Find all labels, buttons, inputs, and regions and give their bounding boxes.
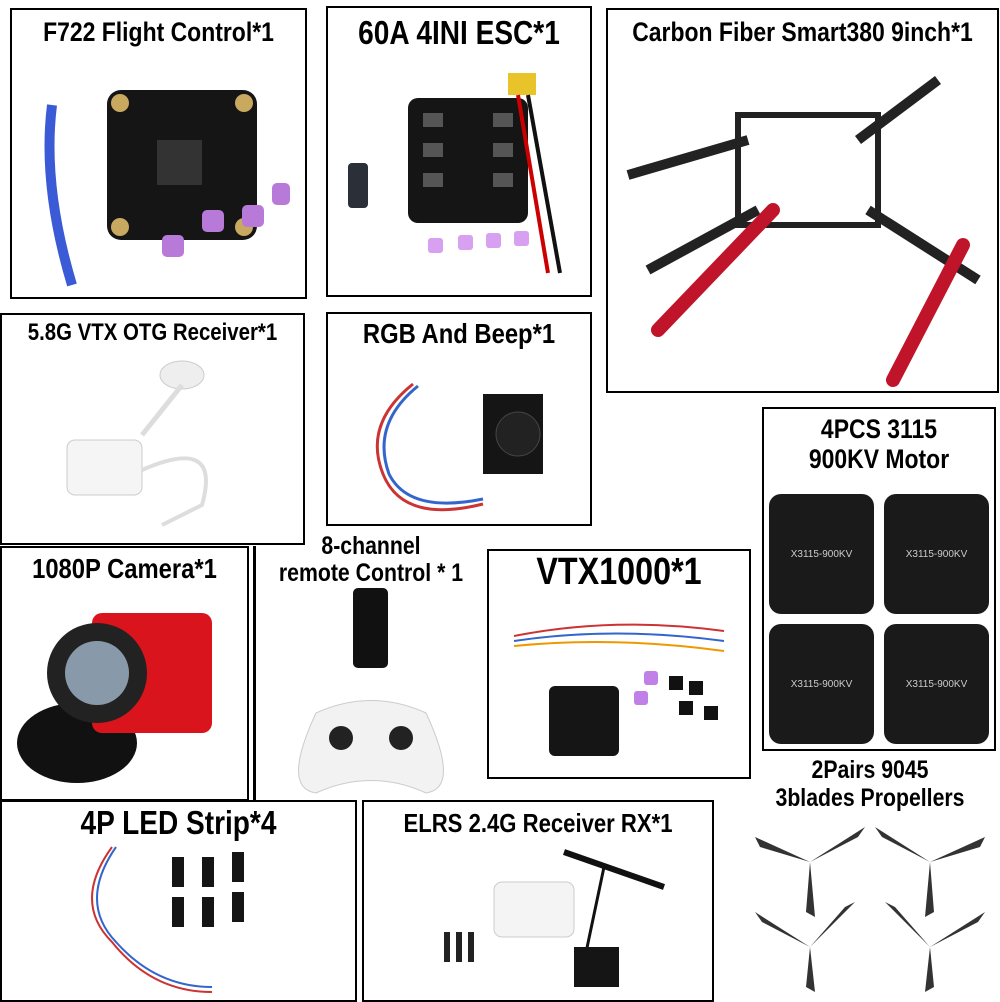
divider bbox=[253, 546, 256, 801]
propeller-icon bbox=[755, 827, 985, 992]
otg-receiver-icon bbox=[66, 360, 208, 527]
item-label-line2: remote Control * 1 bbox=[278, 559, 464, 587]
brushless-motor-icon: X3115-900KV bbox=[884, 624, 989, 744]
item-vtx-otg-receiver: 5.8G VTX OTG Receiver*1 bbox=[0, 313, 305, 545]
item-label-line1: 8-channel bbox=[321, 532, 421, 560]
item-label: 4P LED Strip*4 bbox=[80, 804, 277, 841]
item-label: Carbon Fiber Smart380 9inch*1 bbox=[632, 17, 973, 47]
item-elrs-receiver: ELRS 2.4G Receiver RX*1 bbox=[362, 800, 714, 1002]
item-vtx1000: VTX1000*1 bbox=[487, 549, 751, 779]
quadcopter-frame-icon bbox=[626, 76, 981, 387]
item-label: RGB And Beep*1 bbox=[362, 318, 556, 349]
elrs-receiver-icon bbox=[444, 849, 665, 987]
item-flight-controller: F722 Flight Control*1 bbox=[10, 8, 307, 299]
item-led-strip: 4P LED Strip*4 bbox=[0, 800, 357, 1002]
item-label: 5.8G VTX OTG Receiver*1 bbox=[27, 319, 278, 346]
item-label: ELRS 2.4G Receiver RX*1 bbox=[403, 808, 673, 838]
flight-controller-board-icon bbox=[44, 90, 290, 287]
brushless-motor-icon: X3115-900KV bbox=[769, 624, 874, 744]
item-label: 1080P Camera*1 bbox=[32, 553, 217, 584]
buzzer-led-icon bbox=[375, 382, 543, 512]
item-label: 60A 4INI ESC*1 bbox=[358, 14, 560, 51]
led-strip-icon bbox=[91, 846, 244, 993]
item-label: F722 Flight Control*1 bbox=[43, 17, 274, 47]
item-esc: 60A 4INI ESC*1 bbox=[326, 6, 592, 297]
item-motors: 4PCS 3115 900KV Motor X3115-900KV X3115-… bbox=[762, 407, 996, 751]
item-camera: 1080P Camera*1 bbox=[0, 546, 249, 801]
item-label-line2: 3blades Propellers bbox=[775, 784, 965, 812]
remote-controller-icon bbox=[298, 588, 444, 794]
brushless-motor-icon: X3115-900KV bbox=[884, 494, 989, 614]
item-label: VTX1000*1 bbox=[536, 551, 702, 593]
motor-grid: X3115-900KV X3115-900KV X3115-900KV X311… bbox=[769, 494, 989, 744]
item-label-line2: 900KV Motor bbox=[808, 444, 950, 474]
video-transmitter-icon bbox=[513, 623, 725, 756]
item-propellers: 2Pairs 9045 3blades Propellers bbox=[740, 757, 1000, 1000]
item-label-line1: 2Pairs 9045 bbox=[811, 756, 929, 784]
item-remote: 8-channel remote Control * 1 bbox=[256, 533, 486, 800]
item-frame: Carbon Fiber Smart380 9inch*1 bbox=[606, 8, 999, 393]
camera-icon bbox=[17, 613, 212, 783]
esc-board-icon bbox=[348, 73, 562, 274]
item-rgb-beep: RGB And Beep*1 bbox=[326, 312, 592, 526]
brushless-motor-icon: X3115-900KV bbox=[769, 494, 874, 614]
item-label-line1: 4PCS 3115 bbox=[820, 414, 938, 444]
